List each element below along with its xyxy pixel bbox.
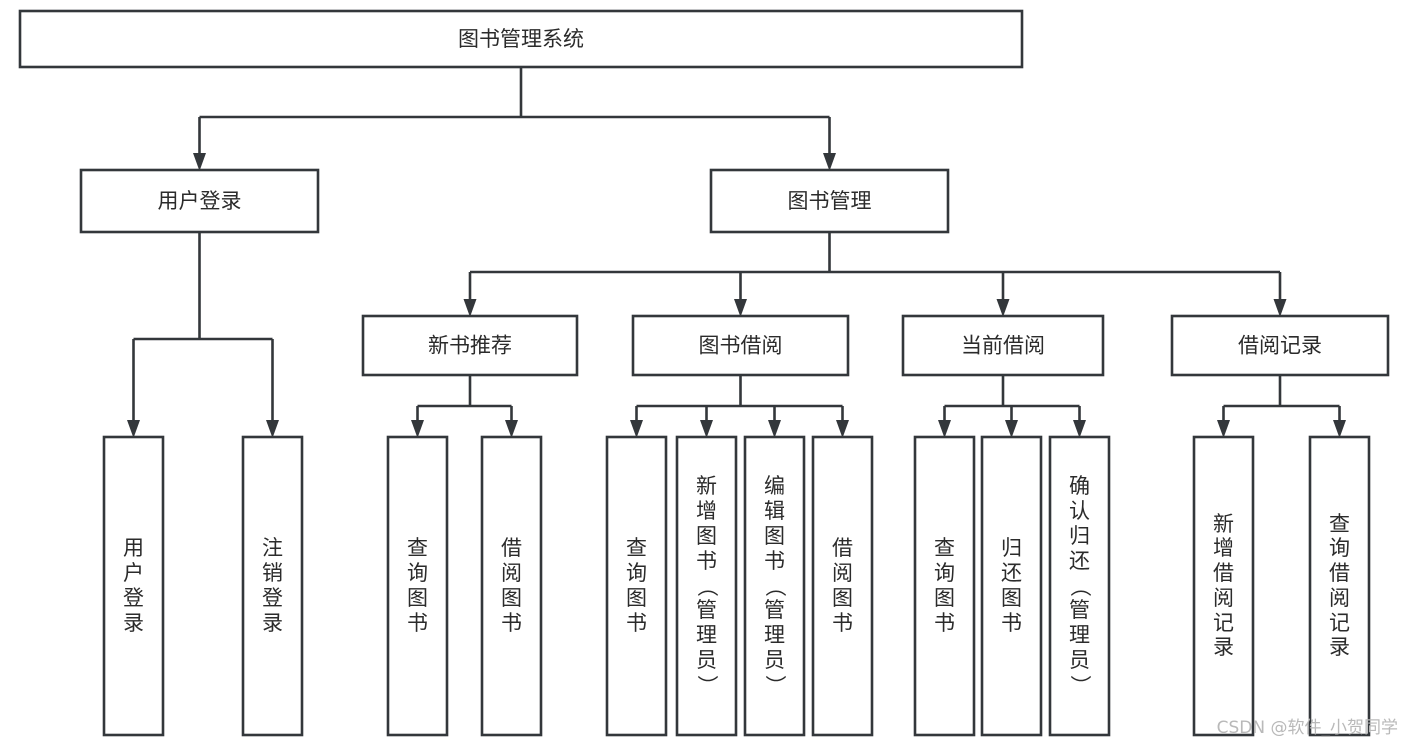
node-box-leaf-bb-borrow[interactable] — [811, 435, 874, 737]
node-box-current-borrow[interactable] — [901, 314, 1105, 377]
edge-layer — [127, 67, 1346, 438]
node-leaf-nb-borrow[interactable] — [480, 435, 543, 737]
arrow-head-icon — [127, 420, 140, 438]
edge-group-book-mgmt — [463, 232, 1287, 317]
arrow-head-icon — [768, 420, 781, 438]
node-root[interactable]: 图书管理系统 — [18, 9, 1024, 69]
node-box-leaf-bb-edit[interactable] — [743, 435, 806, 737]
edge-group-root — [193, 67, 836, 171]
arrow-head-icon — [938, 420, 951, 438]
arrow-head-icon — [1073, 420, 1086, 438]
node-label-book-mgmt: 图书管理 — [788, 189, 872, 213]
node-box-root[interactable] — [18, 9, 1024, 69]
node-box-user-login[interactable] — [79, 168, 320, 234]
node-leaf-br-query[interactable] — [1308, 435, 1371, 737]
node-box-leaf-bb-query[interactable] — [605, 435, 668, 737]
arrow-head-icon — [700, 420, 713, 438]
edge-group-new-book-rec — [411, 375, 518, 438]
node-box-leaf-nb-query[interactable] — [386, 435, 449, 737]
node-new-book-rec[interactable]: 新书推荐 — [361, 314, 579, 377]
node-label-new-book-rec: 新书推荐 — [428, 334, 512, 358]
node-box-leaf-bb-add[interactable] — [675, 435, 738, 737]
arrow-head-icon — [1005, 420, 1018, 438]
node-current-borrow[interactable]: 当前借阅 — [901, 314, 1105, 377]
arrow-head-icon — [193, 153, 206, 171]
node-box-book-mgmt[interactable] — [709, 168, 950, 234]
node-leaf-user-logout[interactable] — [241, 435, 304, 737]
node-leaf-bb-borrow[interactable] — [811, 435, 874, 737]
node-box-leaf-cb-query[interactable] — [913, 435, 976, 737]
node-book-mgmt[interactable]: 图书管理 — [709, 168, 950, 234]
arrow-head-icon — [266, 420, 279, 438]
node-leaf-bb-add[interactable] — [675, 435, 738, 737]
node-box-new-book-rec[interactable] — [361, 314, 579, 377]
arrow-head-icon — [411, 420, 424, 438]
node-box-leaf-nb-borrow[interactable] — [480, 435, 543, 737]
arrow-head-icon — [630, 420, 643, 438]
arrow-head-icon — [505, 420, 518, 438]
arrow-head-icon — [734, 299, 747, 317]
node-leaf-cb-query[interactable] — [913, 435, 976, 737]
node-leaf-bb-edit[interactable] — [743, 435, 806, 737]
node-label-root: 图书管理系统 — [458, 27, 584, 51]
node-box-leaf-cb-return[interactable] — [980, 435, 1043, 737]
arrow-head-icon — [1217, 420, 1230, 438]
node-box-leaf-br-query[interactable] — [1308, 435, 1371, 737]
arrow-head-icon — [1273, 299, 1287, 317]
node-user-login[interactable]: 用户登录 — [79, 168, 320, 234]
edge-group-borrow-record — [1217, 375, 1346, 438]
node-label-current-borrow: 当前借阅 — [961, 334, 1045, 358]
node-box-leaf-cb-confirm[interactable] — [1048, 435, 1111, 737]
node-book-borrow[interactable]: 图书借阅 — [631, 314, 850, 377]
node-box-borrow-record[interactable] — [1170, 314, 1390, 377]
node-box-leaf-br-add[interactable] — [1192, 435, 1255, 737]
node-leaf-nb-query[interactable] — [386, 435, 449, 737]
watermark-text: CSDN @软件_小贺同学 — [1217, 718, 1398, 738]
edge-group-user-login — [127, 232, 279, 438]
node-borrow-record[interactable]: 借阅记录 — [1170, 314, 1390, 377]
arrow-head-icon — [823, 153, 836, 171]
node-label-book-borrow: 图书借阅 — [699, 334, 783, 358]
arrow-head-icon — [463, 299, 477, 317]
arrow-head-icon — [836, 420, 849, 438]
node-leaf-br-add[interactable] — [1192, 435, 1255, 737]
edge-group-current-borrow — [938, 375, 1086, 438]
node-leaf-cb-confirm[interactable] — [1048, 435, 1111, 737]
node-box-leaf-user-logout[interactable] — [241, 435, 304, 737]
node-label-user-login: 用户登录 — [158, 189, 242, 213]
node-box-leaf-user-login[interactable] — [102, 435, 165, 737]
edge-group-book-borrow — [630, 375, 849, 438]
node-leaf-cb-return[interactable] — [980, 435, 1043, 737]
node-leaf-user-login[interactable] — [102, 435, 165, 737]
node-box-book-borrow[interactable] — [631, 314, 850, 377]
node-leaf-bb-query[interactable] — [605, 435, 668, 737]
node-label-borrow-record: 借阅记录 — [1238, 334, 1322, 358]
arrow-head-icon — [996, 299, 1010, 317]
arrow-head-icon — [1333, 420, 1346, 438]
